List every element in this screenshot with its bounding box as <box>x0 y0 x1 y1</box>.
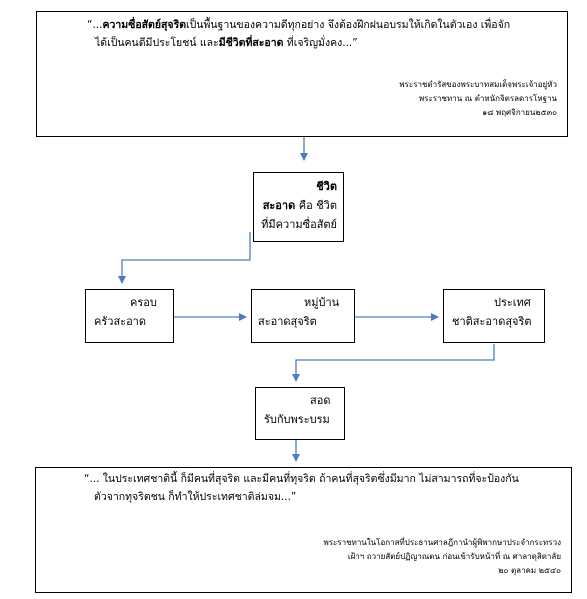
source-line: พระราชทาน ณ ตำหนักจิตรลดารโหฐาน <box>418 94 557 103</box>
top-quote-line-1: “...ความซื่อสัตย์สุจริตเป็นพื้นฐานของควา… <box>87 16 559 34</box>
node-label-2: ชาติสะอาดสุจริต <box>452 315 532 328</box>
quote-open: “... <box>87 19 103 31</box>
node-label-1: สอด <box>310 394 331 407</box>
node-text: คือ ชีวิต <box>295 199 337 212</box>
node-family: ครอบ ครัวสะอาด <box>85 289 174 343</box>
arrow-nation-to-education <box>292 344 495 382</box>
quote-text: ที่เจริญมั่งคง...” <box>283 37 358 49</box>
bottom-quote-box: “... ในประเทศชาตินี้ ก็มีคนที่สุจริต และ… <box>35 467 572 593</box>
node-title: ชีวิต <box>316 180 337 193</box>
source-line: พระราชดำรัสของพระบาทสมเด็จพระเจ้าอยู่หัว <box>399 80 557 89</box>
quote-text: เป็นพื้นฐานของความดีทุกอย่าง จึงต้องฝึกฝ… <box>186 19 511 31</box>
node-text: ที่มีความซื่อสัตย์ <box>261 218 337 231</box>
node-label-1: ประเทศ <box>494 296 531 309</box>
bottom-quote-line-2: ตัวจากทุจริตชน ก็ทำให้ประเทศชาติล่มจม...… <box>94 491 297 503</box>
bottom-quote-text: “... ในประเทศชาตินี้ ก็มีคนที่สุจริต และ… <box>84 470 565 506</box>
top-quote-box: “...ความซื่อสัตย์สุจริตเป็นพื้นฐานของควา… <box>36 11 568 137</box>
bottom-quote-line-1: “... ในประเทศชาตินี้ ก็มีคนที่สุจริต และ… <box>84 473 519 485</box>
arrow-center-to-family <box>118 232 251 284</box>
node-label-1: ครอบ <box>130 296 157 309</box>
node-label-2: สะอาดสุจริต <box>258 315 317 328</box>
node-nation: ประเทศ ชาติสะอาดสุจริต <box>443 289 545 343</box>
node-clean-life: ชีวิต สะอาด คือ ชีวิต ที่มีความซื่อสัตย์ <box>253 172 344 242</box>
source-line: พระราชทานในโอกาสที่ประธานศาลฎีกานำผู้พิพ… <box>323 538 561 547</box>
node-label-1: หมู่บ้าน <box>304 296 340 309</box>
node-label-2: ครัวสะอาด <box>94 315 146 328</box>
node-village: หมู่บ้าน สะอาดสุจริต <box>251 289 355 343</box>
top-quote-line-2: ได้เป็นคนดีมีประโยชน์ และมีชีวิตที่สะอาด… <box>87 34 559 52</box>
quote-text: ได้เป็นคนดีมีประโยชน์ และ <box>95 37 219 49</box>
source-line: ๒๐ ตุลาคม ๒๕๔๐ <box>498 566 561 575</box>
top-quote-text: “...ความซื่อสัตย์สุจริตเป็นพื้นฐานของควา… <box>87 16 559 52</box>
quote-emphasis-honesty: ความซื่อสัตย์สุจริต <box>102 19 187 31</box>
quote-emphasis-clean-life: มีชีวิตที่สะอาด <box>218 37 284 49</box>
node-education: สอด รับกับพระบรม <box>255 387 345 440</box>
node-emphasis: สะอาด <box>262 199 296 212</box>
top-quote-source: พระราชดำรัสของพระบาทสมเด็จพระเจ้าอยู่หัว… <box>399 78 557 120</box>
node-label-2: รับกับพระบรม <box>264 413 330 426</box>
source-line: ๑๘ พฤศจิกายน๒๕๓๐ <box>482 108 557 117</box>
source-line: เฝ้าฯ ถวายสัตย์ปฏิญาณตน ก่อนเข้ารับหน้าท… <box>347 552 561 561</box>
bottom-quote-source: พระราชทานในโอกาสที่ประธานศาลฎีกานำผู้พิพ… <box>323 536 561 578</box>
